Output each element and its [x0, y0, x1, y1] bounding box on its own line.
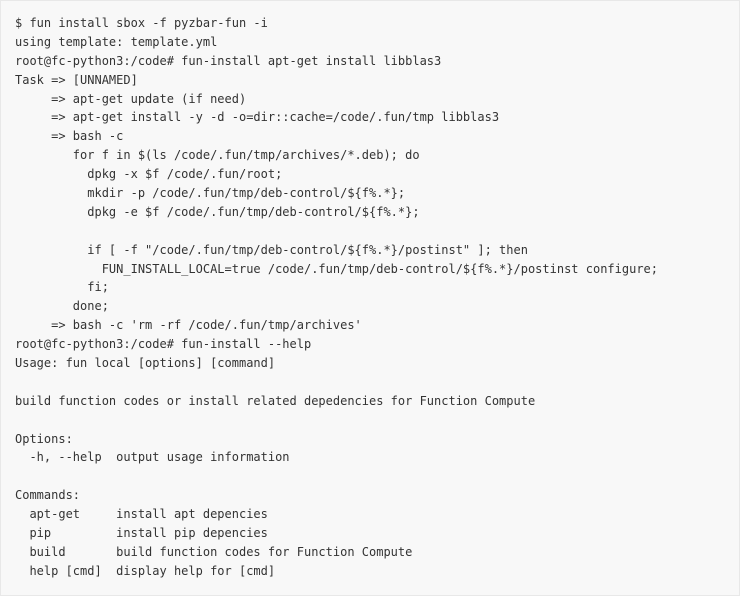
terminal-line: dpkg -x $f /code/.fun/root; — [15, 167, 283, 182]
terminal-line: Commands: — [15, 488, 81, 503]
terminal-line: help [cmd] display help for [cmd] — [15, 563, 276, 578]
terminal-line: done; — [15, 299, 109, 314]
terminal-line: for f in $(ls /code/.fun/tmp/archives/*.… — [15, 148, 420, 163]
terminal-line: => bash -c — [15, 129, 124, 144]
terminal-line — [15, 411, 739, 430]
terminal-line: FUN_INSTALL_LOCAL=true /code/.fun/tmp/de… — [15, 261, 658, 276]
terminal-line: pip install pip depencies — [15, 526, 268, 541]
terminal-line: => apt-get update (if need) — [15, 91, 247, 106]
terminal-line: fi; — [15, 280, 109, 295]
terminal-line: root@fc-python3:/code# fun-install apt-g… — [15, 53, 442, 68]
terminal-line: dpkg -e $f /code/.fun/tmp/deb-control/${… — [15, 204, 420, 219]
terminal-line: mkdir -p /code/.fun/tmp/deb-control/${f%… — [15, 186, 406, 201]
terminal-line: build function codes or install related … — [15, 393, 536, 408]
terminal-line — [15, 222, 739, 241]
terminal-line: => bash -c 'rm -rf /code/.fun/tmp/archiv… — [15, 318, 362, 333]
terminal-line: using template: template.yml — [15, 34, 218, 49]
terminal-line — [15, 373, 739, 392]
terminal-line: Task => [UNNAMED] — [15, 72, 138, 87]
terminal-line: -h, --help output usage information — [15, 450, 290, 465]
terminal-line: Options: — [15, 431, 73, 446]
terminal-line: Usage: fun local [options] [command] — [15, 356, 276, 371]
terminal-line: build build function codes for Function … — [15, 544, 413, 559]
terminal-line: apt-get install apt depencies — [15, 507, 268, 522]
terminal-line — [15, 467, 739, 486]
terminal-line: => apt-get install -y -d -o=dir::cache=/… — [15, 110, 500, 125]
terminal-line: $ fun install sbox -f pyzbar-fun -i — [15, 16, 268, 30]
terminal-line: if [ -f "/code/.fun/tmp/deb-control/${f%… — [15, 242, 528, 257]
terminal-line: root@fc-python3:/code# fun-install --hel… — [15, 337, 312, 352]
